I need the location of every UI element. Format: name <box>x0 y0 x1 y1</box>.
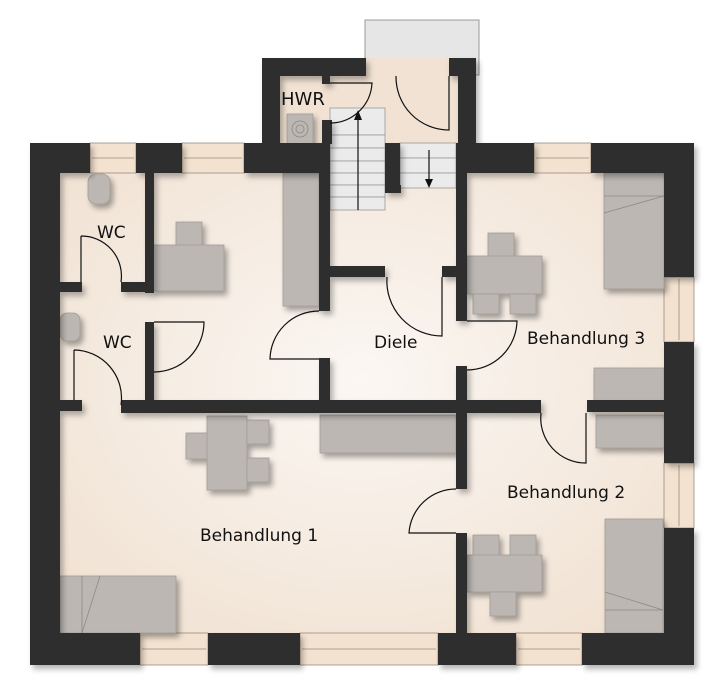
cabinet <box>282 172 320 307</box>
room-label-behandlung-2: Behandlung 2 <box>507 483 626 503</box>
stairs-down-arrow-icon <box>425 179 433 188</box>
chair <box>487 232 515 258</box>
stairs-up-arrow-icon <box>354 110 362 120</box>
door-b3 <box>466 320 518 371</box>
chair <box>185 432 209 460</box>
door-hwr <box>329 82 373 124</box>
toilet-icon <box>87 173 111 205</box>
door-wc1 <box>80 235 123 283</box>
door-entrance <box>395 75 450 131</box>
boiler-icon <box>286 113 314 145</box>
room-label-behandlung-1: Behandlung 1 <box>200 526 319 546</box>
room-label-hwr: HWR <box>281 89 325 110</box>
cabinet <box>595 414 665 449</box>
room-label-behandlung-3: Behandlung 3 <box>527 329 646 349</box>
cabinet <box>593 367 665 402</box>
bed <box>59 575 177 634</box>
walls <box>30 58 694 665</box>
door-b2-top <box>540 412 587 464</box>
door-wc2 <box>73 349 123 406</box>
table <box>466 255 543 295</box>
door-diele-left <box>269 310 320 360</box>
sideboard <box>319 414 457 454</box>
sink-icon <box>59 312 81 342</box>
desk <box>206 415 248 491</box>
doors <box>73 75 587 534</box>
chair <box>175 221 203 247</box>
table <box>466 554 543 593</box>
furniture <box>59 113 665 634</box>
chair <box>472 293 500 315</box>
door-office <box>153 321 205 373</box>
chair <box>509 293 537 315</box>
bed <box>604 518 664 634</box>
room-label-wc2: WC <box>103 333 132 353</box>
stairs-up <box>329 107 386 211</box>
room-label-wc1: WC <box>97 223 126 243</box>
desk <box>152 244 225 292</box>
chair <box>246 457 270 483</box>
bed <box>603 172 665 290</box>
chair <box>489 591 517 617</box>
room-label-diele: Diele <box>374 333 418 353</box>
chair <box>472 534 500 557</box>
chair <box>509 534 537 557</box>
chair <box>246 419 270 445</box>
door-b2-left <box>408 488 457 534</box>
door-diele-right <box>386 276 443 337</box>
